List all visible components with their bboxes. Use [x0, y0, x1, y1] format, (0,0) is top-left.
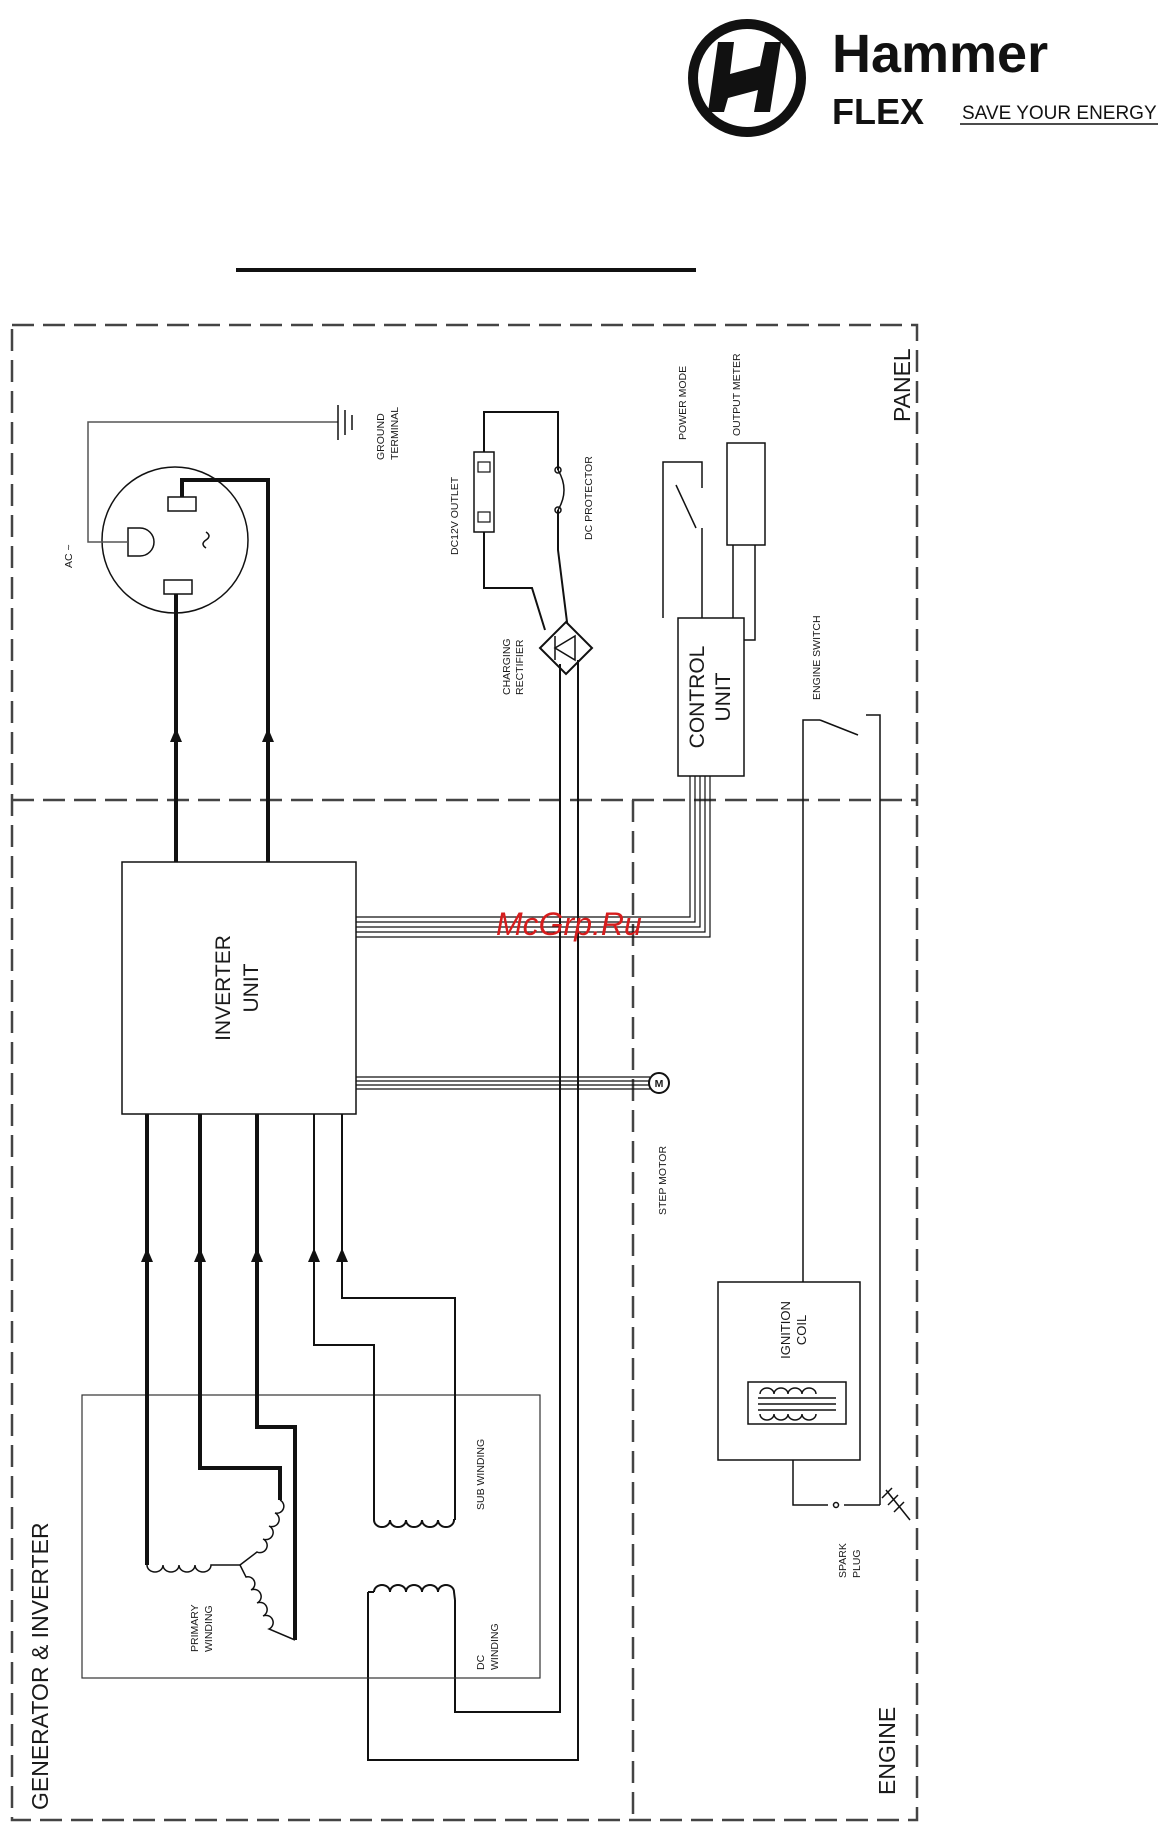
arrow-up-icon: [308, 1248, 320, 1262]
ac-tilde-icon: [203, 532, 209, 548]
charging-rectifier-label-2: RECTIFIER: [514, 639, 526, 695]
brand-logo: Hammer FLEX SAVE YOUR ENERGY: [693, 24, 1158, 132]
dc-outlet-icon: [474, 452, 494, 532]
ac-label: AC ~: [63, 544, 75, 568]
sub-winding-label: SUB WINDING: [475, 1439, 487, 1510]
inverter-unit-label-2: UNIT: [240, 963, 263, 1012]
arrow-up-icon: [336, 1248, 348, 1262]
ac-outlet: [102, 467, 248, 613]
spark-ground-icon: [882, 1488, 910, 1520]
engine-label: ENGINE: [874, 1707, 900, 1795]
ac-output-arrows: [170, 728, 274, 742]
arrow-up-icon: [141, 1248, 153, 1262]
primary-winding-coils: [147, 1500, 295, 1640]
primary-winding-wires: [147, 1114, 295, 1640]
ac-ground-pin: [128, 528, 154, 556]
logo-h-mark-icon: [708, 42, 781, 112]
ground-terminal-icon: [338, 405, 352, 440]
spark-plug-label-2: PLUG: [851, 1549, 863, 1578]
generator-inverter-label: GENERATOR & INVERTER: [27, 1522, 53, 1810]
brand-name: Hammer: [832, 24, 1048, 84]
ac-slot-bottom: [164, 580, 192, 594]
ac-outlet-circle: [102, 467, 248, 613]
arrow-up-icon: [170, 728, 182, 742]
engine-switch-label: ENGINE SWITCH: [811, 615, 823, 700]
inverter-unit-label-1: INVERTER: [212, 935, 235, 1041]
step-motor-label: STEP MOTOR: [657, 1146, 669, 1215]
arrow-up-icon: [251, 1248, 263, 1262]
brand-slogan: SAVE YOUR ENERGY: [962, 103, 1157, 124]
primary-winding-label-1: PRIMARY: [189, 1604, 201, 1652]
generator-box: [82, 1395, 540, 1678]
arrow-up-icon: [194, 1248, 206, 1262]
dc-charge-wires: [368, 660, 578, 1760]
arrow-up-icon: [262, 728, 274, 742]
dc-protector-label: DC PROTECTOR: [583, 456, 595, 540]
ac-slot-top: [168, 497, 196, 511]
step-motor-symbol: M: [655, 1078, 664, 1090]
ground-terminal-label-1: GROUND: [375, 413, 387, 460]
dc-circuit: [484, 412, 568, 630]
dc-winding-label-2: WINDING: [489, 1623, 501, 1670]
control-unit-label-1: CONTROL: [686, 646, 709, 749]
sub-winding-wires: [314, 1114, 455, 1527]
ignition-coil-label-1: IGNITION: [778, 1301, 793, 1359]
primary-winding-label-2: WINDING: [203, 1605, 215, 1652]
inverter-unit-box: [122, 862, 356, 1114]
dc-winding-label-1: DC: [475, 1654, 487, 1670]
output-meter-icon: [727, 443, 765, 545]
ground-terminal-label-2: TERMINAL: [389, 407, 401, 460]
output-meter-label: OUTPUT METER: [731, 353, 743, 436]
control-unit-label-2: UNIT: [712, 672, 735, 721]
charging-rectifier-label-1: CHARGING: [501, 638, 513, 695]
panel-label: PANEL: [889, 348, 915, 422]
dc-protector-icon: [555, 467, 564, 513]
dc-outlet-label: DC12V OUTLET: [449, 476, 461, 555]
watermark-text: McGrp.Ru: [496, 906, 642, 942]
sub-winding-arrows: [308, 1248, 348, 1262]
charging-rectifier-icon: [540, 622, 592, 674]
ignition-coil-label-2: COIL: [794, 1315, 809, 1345]
dc-winding-coil: [368, 1585, 455, 1600]
ac-output-wires: [176, 480, 268, 862]
spark-plug-wiring: [793, 1460, 880, 1508]
brand-line: FLEX: [832, 91, 924, 132]
power-mode-switch: [663, 462, 702, 618]
power-mode-label: POWER MODE: [677, 366, 689, 440]
step-motor-bus: [356, 1077, 650, 1089]
spark-plug-label-1: SPARK: [837, 1543, 849, 1578]
